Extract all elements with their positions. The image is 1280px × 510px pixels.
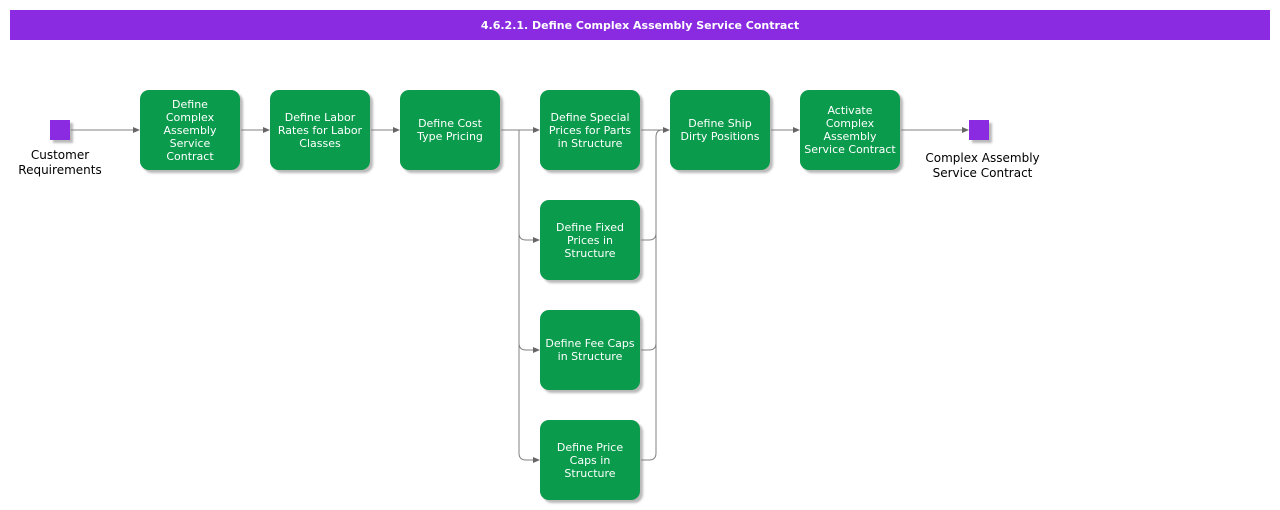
activity-label: Activate Complex Assembly Service Contra… — [804, 104, 896, 156]
edge-fixed-prices-to-merge — [641, 232, 657, 241]
activity-label: Define Special Prices for Parts in Struc… — [548, 110, 632, 150]
activity-define-fee-caps-in-structure[interactable]: Define Fee Caps in Structure — [540, 310, 640, 390]
edge-branch-to-fee-caps — [518, 342, 540, 353]
start-terminal-label: Customer Requirements — [18, 148, 102, 177]
activity-label: Define Labor Rates for Labor Classes — [277, 110, 363, 150]
activity-define-special-prices-for-parts-in-structure[interactable]: Define Special Prices for Parts in Struc… — [540, 90, 640, 170]
edge-price-caps-to-merge — [641, 452, 657, 461]
activity-define-cost-type-pricing[interactable]: Define Cost Type Pricing — [400, 90, 500, 170]
activity-activate-complex-assembly-service-contract[interactable]: Activate Complex Assembly Service Contra… — [800, 90, 900, 170]
activity-label: Define Fee Caps in Structure — [545, 337, 635, 363]
merge-line-right — [655, 129, 663, 453]
edge-fee-caps-to-merge — [641, 342, 657, 351]
diagram-title-bar: 4.6.2.1. Define Complex Assembly Service… — [10, 10, 1270, 40]
activity-label: Define Fixed Prices in Structure — [556, 220, 624, 260]
activity-label: Define Complex Assembly Service Contract — [163, 97, 217, 163]
activity-define-fixed-prices-in-structure[interactable]: Define Fixed Prices in Structure — [540, 200, 640, 280]
activity-define-ship-dirty-positions[interactable]: Define Ship Dirty Positions — [670, 90, 770, 170]
edge-branch-to-fixed-prices — [518, 232, 540, 243]
activity-label: Define Ship Dirty Positions — [680, 117, 760, 143]
end-terminal-complex-assembly-service-contract — [969, 120, 989, 140]
activity-define-price-caps-in-structure[interactable]: Define Price Caps in Structure — [540, 420, 640, 500]
activity-define-complex-assembly-service-contract[interactable]: Define Complex Assembly Service Contract — [140, 90, 240, 170]
activity-label: Define Price Caps in Structure — [556, 440, 624, 480]
end-terminal-label: Complex Assembly Service Contract — [925, 151, 1040, 180]
start-terminal-customer-requirements — [50, 120, 70, 140]
activity-label: Define Cost Type Pricing — [417, 117, 483, 143]
activity-define-labor-rates-for-labor-classes[interactable]: Define Labor Rates for Labor Classes — [270, 90, 370, 170]
diagram-title: 4.6.2.1. Define Complex Assembly Service… — [480, 18, 800, 32]
edge-branch-to-price-caps — [518, 452, 540, 463]
